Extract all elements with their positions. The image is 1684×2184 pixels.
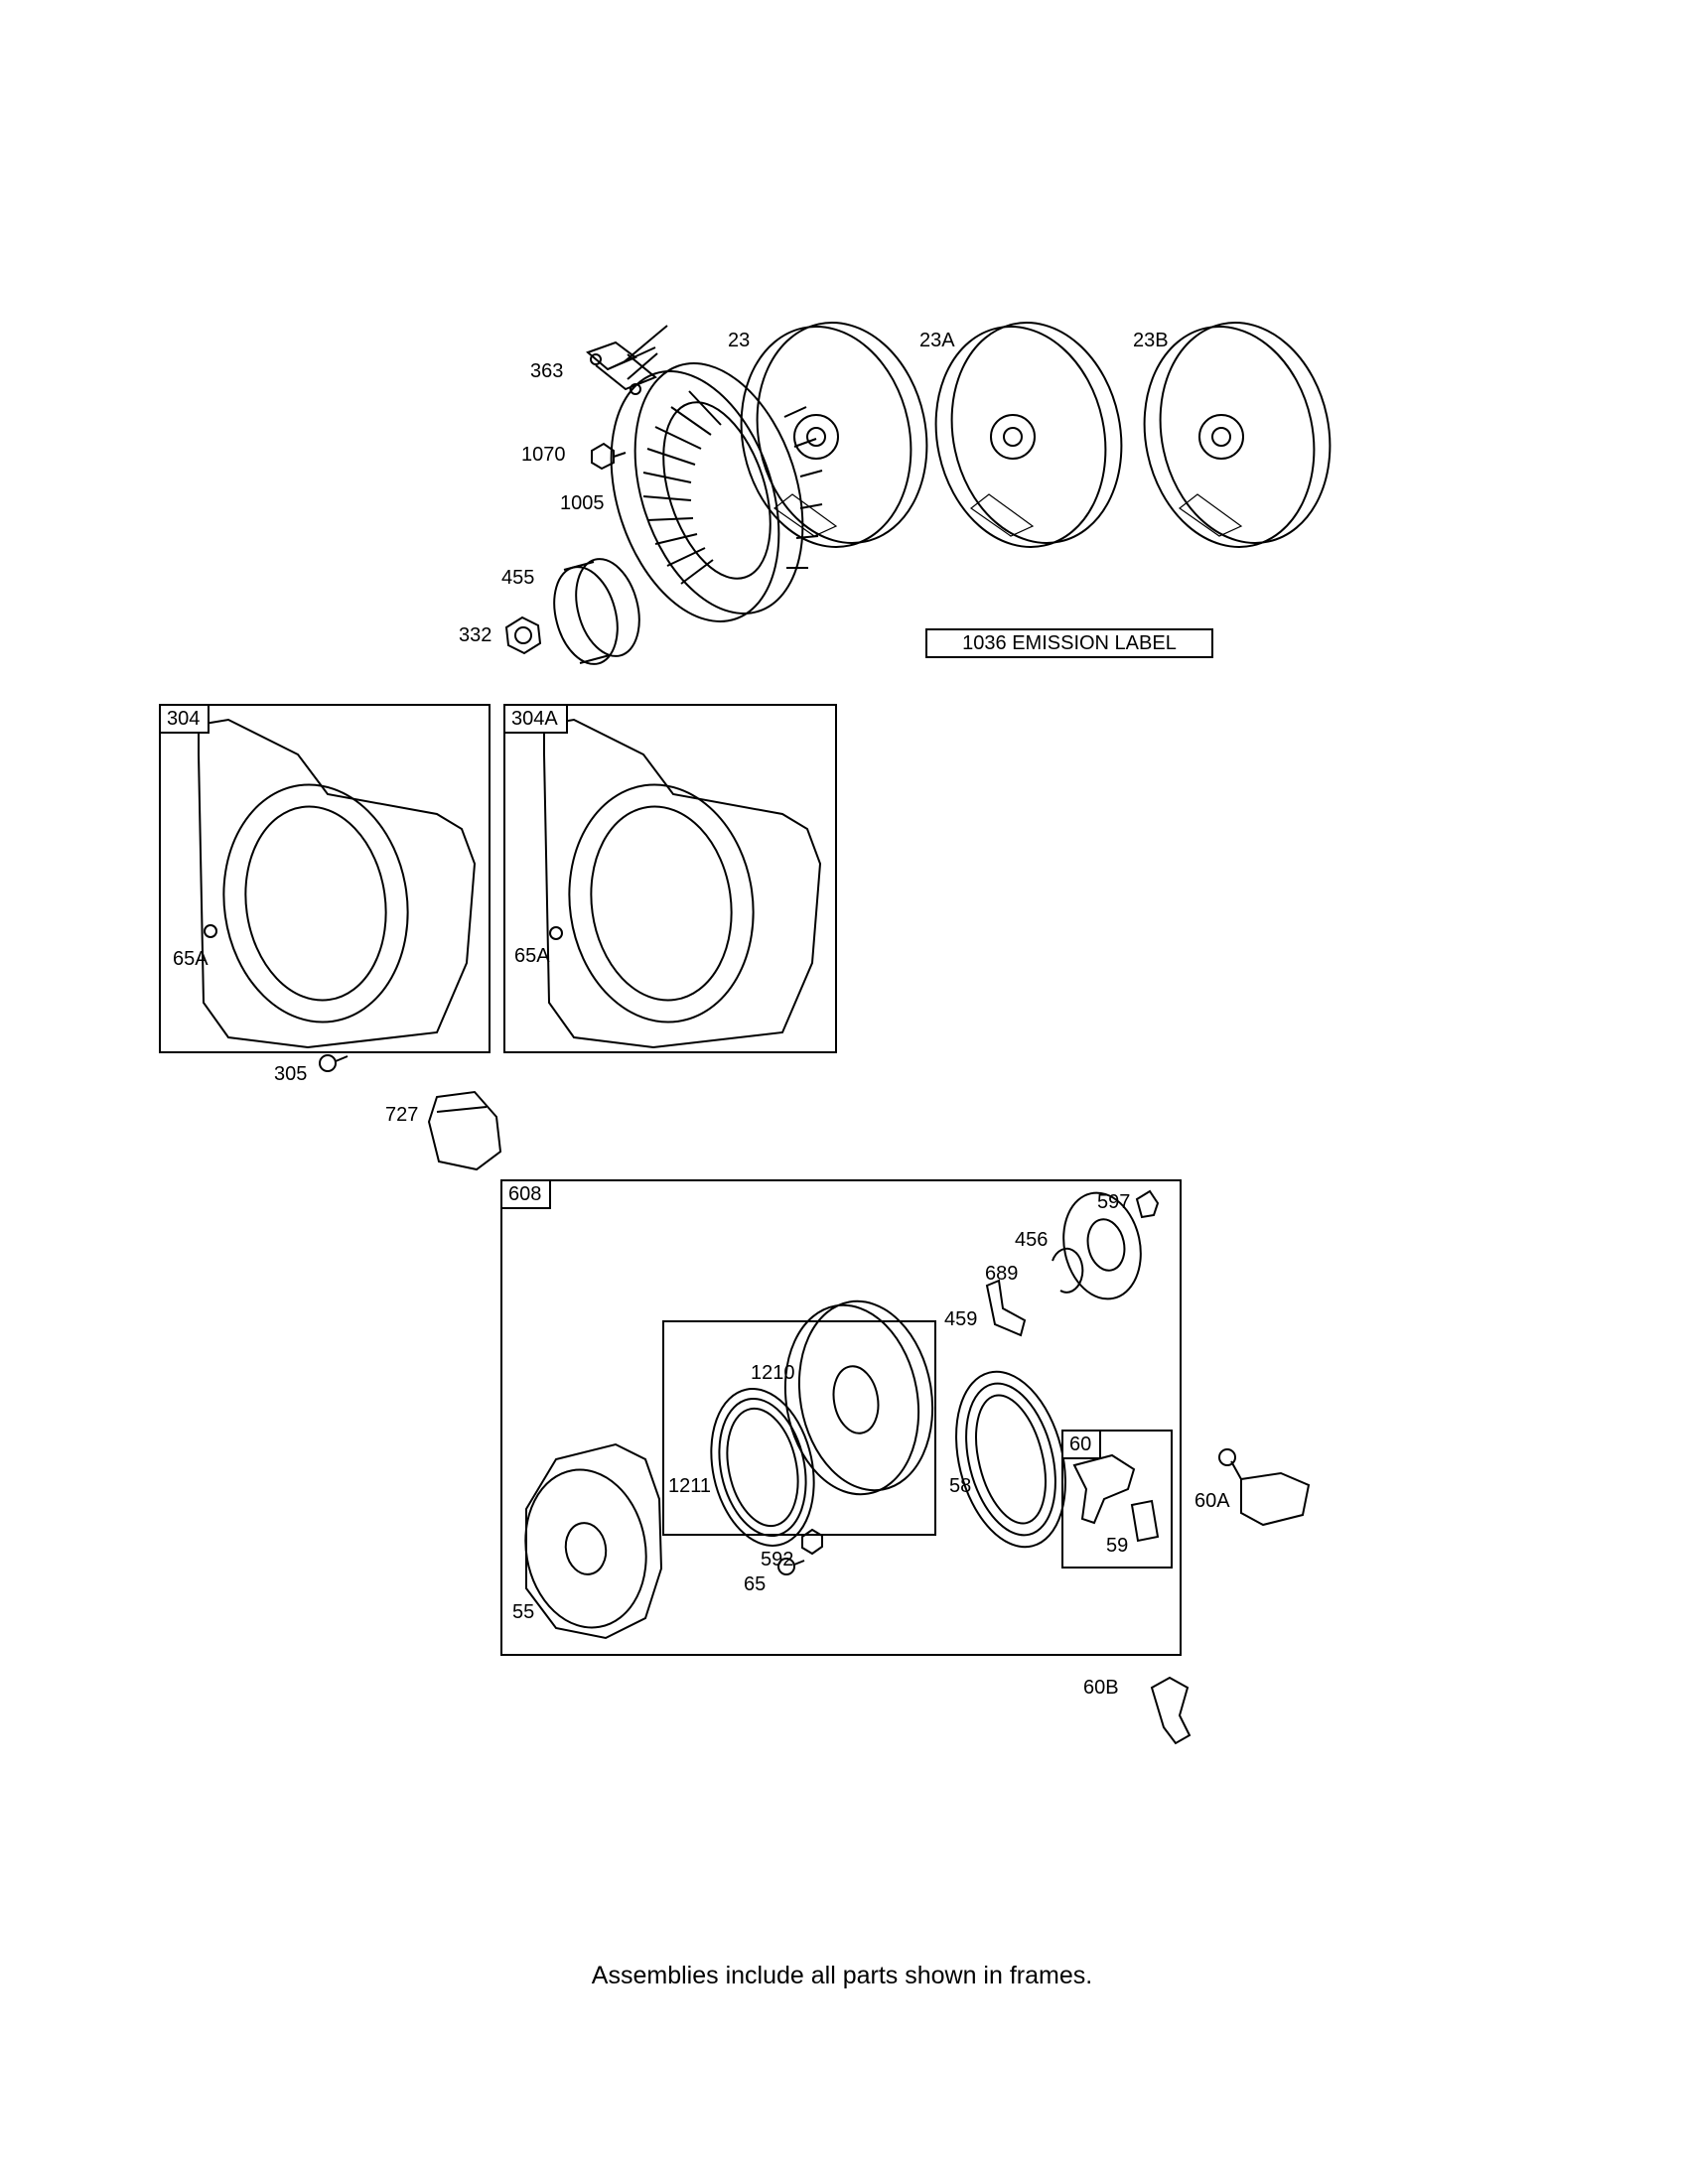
frame-60: 60 59 — [1061, 1430, 1173, 1569]
label-part-332: 332 — [459, 624, 492, 646]
frame-304a: 304A 65A — [503, 704, 837, 1053]
label-part-1005: 1005 — [560, 492, 605, 514]
part-60a-handle-drawing — [1218, 1448, 1311, 1527]
part-305-screw-drawing — [319, 1054, 349, 1072]
label-part-23: 23 — [728, 330, 751, 351]
part-55-housing-drawing — [524, 1442, 663, 1640]
part-363-bracket-drawing — [586, 325, 668, 395]
label-part-65a-frame-304: 65A — [173, 948, 209, 970]
part-597-drawing — [1135, 1189, 1160, 1219]
frame-304-tag: 304 — [161, 706, 210, 734]
label-part-456: 456 — [1015, 1229, 1049, 1251]
part-23-flywheel-drawing — [740, 322, 928, 548]
label-part-60b: 60B — [1083, 1677, 1119, 1699]
frame-304: 304 65A — [159, 704, 491, 1053]
part-23a-flywheel-drawing — [934, 322, 1123, 548]
part-60-handle-drawing — [1072, 1453, 1136, 1525]
label-part-455: 455 — [501, 567, 535, 589]
part-304a-housing-drawing — [543, 718, 822, 1049]
label-part-1210: 1210 — [751, 1362, 795, 1384]
part-592-nut-drawing — [801, 1528, 823, 1556]
frame-1210-1211 — [662, 1320, 936, 1536]
footer-note: Assemblies include all parts shown in fr… — [591, 1962, 1093, 1989]
label-part-60a: 60A — [1194, 1490, 1230, 1512]
part-304-housing-drawing — [198, 718, 477, 1049]
label-part-592: 592 — [761, 1549, 794, 1570]
emission-label-box: 1036 EMISSION LABEL — [925, 628, 1213, 658]
label-part-363: 363 — [530, 360, 564, 382]
part-65-screw-drawing — [777, 1558, 805, 1575]
label-part-459: 459 — [944, 1308, 978, 1330]
label-part-23b: 23B — [1133, 330, 1169, 351]
part-459-pawl-drawing — [985, 1279, 1027, 1337]
label-part-65: 65 — [744, 1573, 767, 1595]
frame-60-tag: 60 — [1063, 1432, 1102, 1459]
label-part-55: 55 — [512, 1601, 535, 1623]
label-part-689: 689 — [985, 1263, 1019, 1285]
label-part-597: 597 — [1097, 1191, 1131, 1213]
frame-304a-tag: 304A — [505, 706, 568, 734]
frame-608-tag: 608 — [502, 1181, 552, 1209]
part-60b-handle-drawing — [1150, 1676, 1192, 1745]
part-689-ring-drawing — [1052, 1247, 1084, 1294]
part-727-guard-drawing — [427, 1090, 502, 1171]
label-part-59: 59 — [1106, 1535, 1129, 1557]
part-456-pulley-drawing — [1062, 1191, 1142, 1300]
label-part-23a: 23A — [919, 330, 955, 351]
label-part-305: 305 — [274, 1063, 308, 1085]
part-1070-bolt-drawing — [591, 442, 627, 471]
label-part-1211: 1211 — [668, 1475, 712, 1497]
part-455-cup-drawing — [553, 558, 640, 665]
part-23b-flywheel-drawing — [1143, 322, 1332, 548]
label-part-727: 727 — [385, 1104, 419, 1126]
part-58-rope-drawing — [955, 1370, 1066, 1549]
label-part-1070: 1070 — [521, 444, 566, 466]
part-59-insert-drawing — [1130, 1499, 1160, 1543]
part-1210-pulley-drawing — [783, 1299, 934, 1496]
label-part-65a-frame-304a: 65A — [514, 945, 550, 967]
label-part-58: 58 — [949, 1475, 972, 1497]
frame-608: 608 — [500, 1179, 1182, 1656]
part-1005-fan-drawing — [610, 362, 823, 622]
part-332-nut-drawing — [504, 615, 542, 655]
